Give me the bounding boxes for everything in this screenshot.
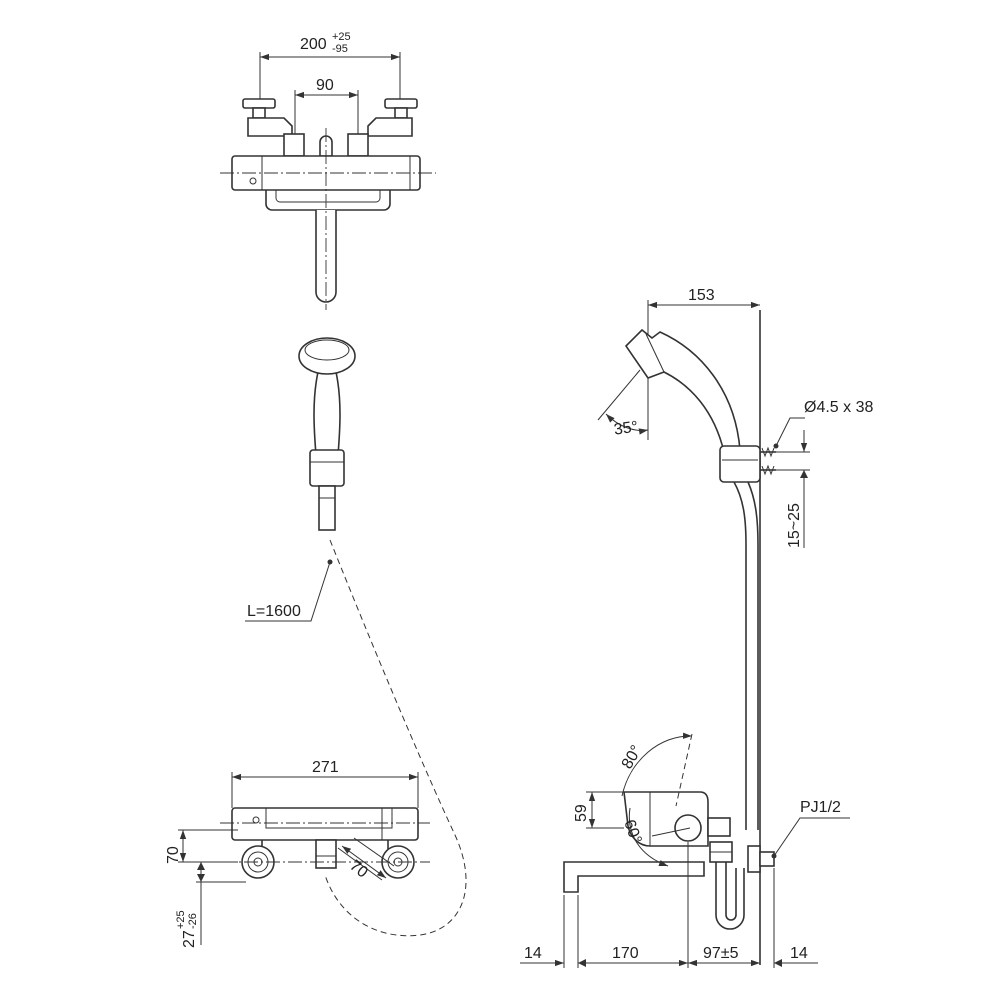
top-view: 200 +25 -95 90: [220, 31, 436, 310]
right-inlet-elbow: [347, 98, 418, 157]
dim-side-height: 59: [573, 804, 590, 822]
dim-valve-angle: 70: [346, 857, 371, 881]
dim-lever-up-angle: 80°: [619, 743, 646, 772]
left-inlet-elbow: [242, 98, 305, 157]
front-view: 271 70 70: [165, 759, 430, 948]
dim-spout-tip: 14: [524, 945, 542, 962]
side-view: 153 35° Ø4.5 x 38 15~25: [520, 287, 873, 968]
dim-wall-offset: 27: [181, 930, 198, 948]
dim-spout-length: 170: [612, 945, 639, 962]
side-view-spout: [563, 861, 705, 893]
front-view-body: [231, 807, 419, 841]
label-screw-spec: Ø4.5 x 38: [804, 399, 873, 416]
dim-body-height: 70: [165, 846, 182, 864]
shower-holder: [719, 445, 761, 483]
dim-shower-angle: 35°: [613, 419, 639, 439]
dim-wall-offset-tol-plus: +25: [175, 910, 187, 929]
dim-wall-thickness: 14: [790, 945, 808, 962]
dim-wall-offset-tol-minus: -26: [187, 913, 199, 929]
hand-shower-view: L=1600: [245, 337, 467, 937]
label-hose-length: L=1600: [247, 603, 301, 620]
dim-inlet-spacing: 90: [316, 77, 334, 94]
dim-top-width-tol-minus: -95: [332, 43, 348, 55]
dim-wall-to-body: 97±5: [703, 945, 739, 962]
dim-shower-reach: 153: [688, 287, 715, 304]
side-view-body: [563, 791, 775, 930]
dim-screw-spacing: 15~25: [786, 503, 803, 548]
dim-body-width: 271: [312, 759, 339, 776]
dim-top-width-tol-plus: +25: [332, 31, 351, 43]
shower-head: [624, 328, 741, 453]
label-pipe-thread: PJ1/2: [800, 799, 841, 816]
dim-top-width: 200: [300, 36, 327, 53]
